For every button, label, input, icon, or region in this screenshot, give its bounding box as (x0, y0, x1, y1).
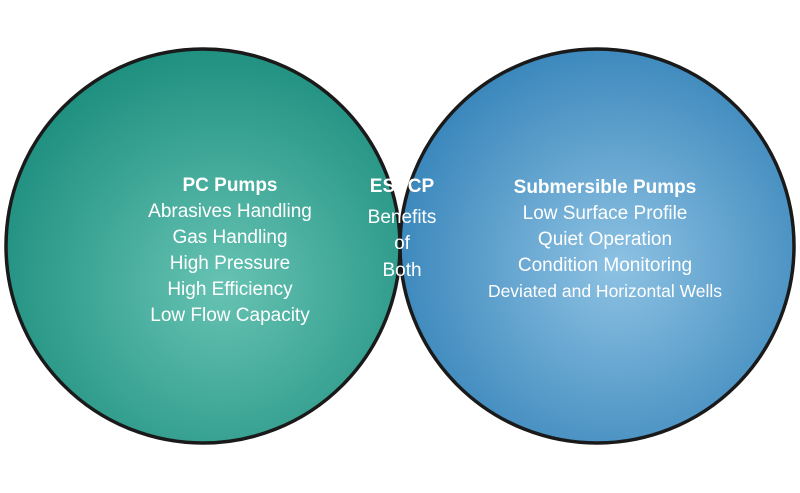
submersible-pumps-item: Deviated and Horizontal Wells (488, 281, 722, 301)
pc-pumps-item: High Pressure (170, 253, 290, 274)
submersible-pumps-item: Quiet Operation (538, 229, 672, 250)
submersible-pumps-title: Submersible Pumps (514, 177, 697, 198)
submersible-pumps-item: Condition Monitoring (518, 255, 692, 276)
pc-pumps-item: Abrasives Handling (148, 201, 312, 222)
espcp-line: of (394, 233, 411, 254)
pc-pumps-circle (6, 49, 400, 443)
submersible-pumps-circle-outline (398, 47, 796, 445)
pc-pumps-item: Low Flow Capacity (150, 305, 310, 326)
pc-pumps-item: High Efficiency (167, 279, 293, 300)
submersible-pumps-circle (400, 49, 794, 443)
espcp-line: Both (382, 260, 421, 281)
espcp-line: Benefits (368, 207, 437, 228)
pc-pumps-item: Gas Handling (172, 227, 287, 248)
pc-pumps-title: PC Pumps (182, 175, 277, 196)
submersible-pumps-item: Low Surface Profile (523, 203, 688, 224)
espcp-title: ESPCP (370, 176, 435, 197)
